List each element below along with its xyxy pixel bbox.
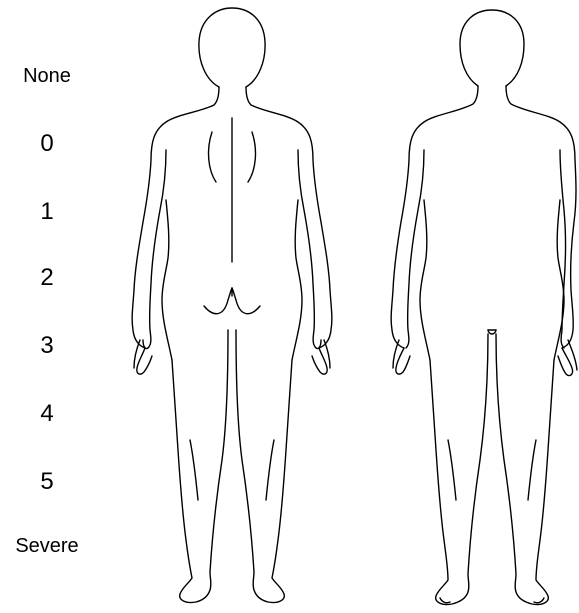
front-torso-outline[interactable] (391, 86, 576, 348)
front-head[interactable] (460, 10, 524, 86)
front-right-leg[interactable] (496, 334, 554, 605)
back-waist-right[interactable] (292, 200, 302, 360)
back-head[interactable] (199, 8, 265, 87)
back-view-figure[interactable] (132, 8, 332, 603)
back-waist-left[interactable] (162, 200, 172, 360)
front-left-leg[interactable] (430, 334, 488, 605)
back-left-arm[interactable] (143, 150, 166, 349)
back-left-leg[interactable] (172, 330, 228, 603)
back-right-leg[interactable] (236, 330, 292, 603)
back-right-arm[interactable] (298, 150, 321, 349)
front-waist-left[interactable] (420, 200, 430, 360)
front-waist-right[interactable] (554, 200, 564, 360)
front-view-figure[interactable] (391, 10, 577, 605)
